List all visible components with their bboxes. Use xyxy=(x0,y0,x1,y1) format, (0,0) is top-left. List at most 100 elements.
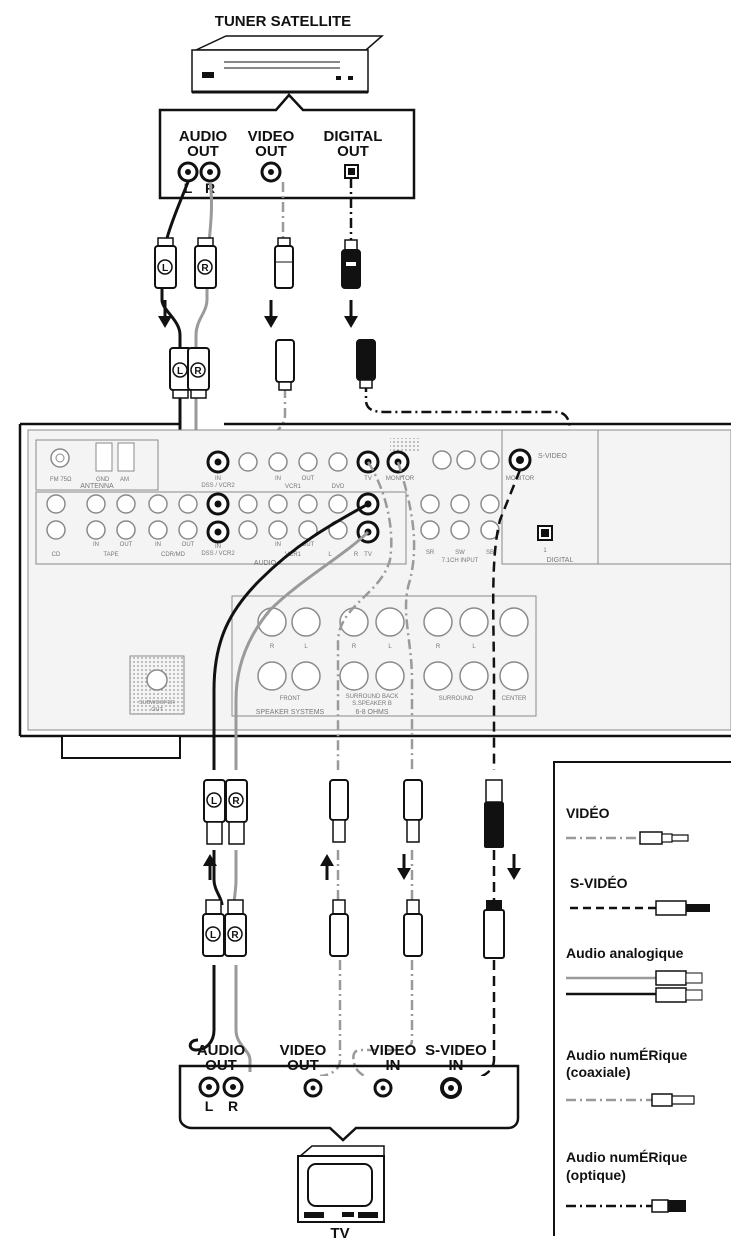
audio-tape-out-label: OUT xyxy=(120,542,133,548)
dss-audio-in-label: IN xyxy=(215,544,221,550)
speaker-sb-l-label: L xyxy=(388,644,392,650)
tuner-video-out-label-bottom: OUT xyxy=(255,143,287,160)
legend-optical-label: Audio numÉRique xyxy=(566,1149,688,1165)
tuner-jack-l-label: L xyxy=(184,180,193,196)
video-inputs: IN OUT VCR1 DVD SR SW SB 7.1CH INPUT DIG… xyxy=(238,429,731,565)
tv-title: TV xyxy=(330,1225,349,1242)
antenna-am-label: AM xyxy=(120,477,129,483)
audio-plug-r-tv-upper: R xyxy=(225,779,248,845)
audio-cdr-out-label: OUT xyxy=(182,542,195,548)
legend-item-analog-audio: Audio analogique xyxy=(566,945,703,1003)
receiver-digital-optical-in-jack[interactable] xyxy=(537,525,553,541)
legend-coax-label2: (coaxiale) xyxy=(566,1064,631,1080)
dss-video-vcr2-label: DSS / VCR2 xyxy=(201,483,235,489)
audio-vcr1-out-label: OUT xyxy=(302,542,315,548)
tuner-satellite-title: TUNER SATELLITE xyxy=(215,13,351,30)
video-plug-lower xyxy=(275,339,295,391)
audio-plug-r-tv-lower: R xyxy=(224,899,247,957)
tv-video-out-jack[interactable] xyxy=(303,1078,323,1098)
audio-cdr-md-label: CDR/MD xyxy=(161,552,186,558)
receiver-dss-video-in-jack[interactable] xyxy=(206,450,230,474)
audio-71ch-label: 7.1CH INPUT xyxy=(442,558,479,564)
tuner-digital-optical-jack[interactable] xyxy=(344,164,359,179)
plug-l-letter-4: L xyxy=(210,930,216,941)
legend-video-label: VIDÉO xyxy=(566,805,610,821)
receiver-dss-audio-l-jack[interactable] xyxy=(206,492,230,516)
legend: VIDÉO S-VIDÉO Audio analogique Audio num… xyxy=(553,761,731,1236)
tuner-digital-out-label-bottom: OUT xyxy=(337,143,369,160)
tv-svideo-in-label-bottom: IN xyxy=(449,1057,464,1074)
svideo-monitor-label: MONITOR xyxy=(506,476,535,482)
speaker-front-r-label: R xyxy=(270,644,275,650)
tuner-satellite-device: TUNER SATELLITE AUDIO OUT VIDEO OUT DIGI… xyxy=(158,13,416,200)
speaker-surround-label: SURROUND xyxy=(439,696,474,702)
legend-item-video: VIDÉO xyxy=(566,805,689,845)
dss-video-in-label: IN xyxy=(215,476,221,482)
legend-item-digital-optical: Audio numÉRique (optique) xyxy=(566,1149,688,1213)
audio-vcr1-label: VCR1 xyxy=(285,552,302,558)
tuner-audio-out-label-bottom: OUT xyxy=(187,143,219,160)
tv-video-label: TV xyxy=(364,476,372,482)
speaker-surround-back-label: SURROUND BACK xyxy=(346,694,399,700)
antenna-fm-label: FM 75Ω xyxy=(50,477,72,483)
tv-svideo-in-jack[interactable] xyxy=(440,1077,462,1099)
plug-r-letter-1: R xyxy=(201,263,209,274)
tv-audio-jack-r[interactable] xyxy=(222,1076,244,1098)
speaker-center-label: CENTER xyxy=(502,696,527,702)
audio-sw-label: SW xyxy=(455,550,465,556)
plug-r-letter-4: R xyxy=(231,930,239,941)
video-vcr1-out-label: OUT xyxy=(302,476,315,482)
tv-video-out-label-bottom: OUT xyxy=(287,1057,319,1074)
audio-plug-r-lower: R xyxy=(187,347,210,399)
tuner-digital-out-label-top: DIGITAL xyxy=(324,128,383,145)
monitor-label: MONITOR xyxy=(386,476,415,482)
tv-video-in-label-bottom: IN xyxy=(386,1057,401,1074)
audio-plug-r-upper: R xyxy=(194,237,217,289)
audio-plug-l-tv-lower: L xyxy=(202,899,225,957)
tv-audio-jack-l[interactable] xyxy=(198,1076,220,1098)
speaker-front-l-label: L xyxy=(304,644,308,650)
tv-audio-out-label-top: AUDIO xyxy=(197,1042,246,1059)
arrows-lower xyxy=(203,854,521,880)
legend-item-digital-coax: Audio numÉRique (coaxiale) xyxy=(566,1047,695,1107)
tv-video-in-jack[interactable] xyxy=(373,1078,393,1098)
video-plugs-tv xyxy=(329,779,423,957)
audio-plug-l-lower: L xyxy=(169,347,192,399)
tv-device: AUDIO OUT VIDEO OUT VIDEO IN S-VIDEO IN … xyxy=(178,1042,520,1242)
tuner-audio-jack-r[interactable] xyxy=(199,161,221,183)
audio-tape-in-label: IN xyxy=(93,542,99,548)
audio-cd-label: CD xyxy=(52,552,61,558)
plug-r-letter-2: R xyxy=(194,366,202,377)
tv-input-panel xyxy=(178,1076,520,1142)
speaker-ohms-label: 6-8 OHMS xyxy=(355,709,388,716)
tv-jack-r-label: R xyxy=(228,1098,238,1114)
video-vcr1-label: VCR1 xyxy=(285,484,302,490)
tuner-video-out-label-top: VIDEO xyxy=(248,128,295,145)
digital-in-number: 1 xyxy=(543,548,547,554)
digital-section-label: DIGITAL xyxy=(547,557,574,564)
tv-svideo-in-label-top: S-VIDEO xyxy=(425,1042,487,1059)
optical-plug-upper xyxy=(341,239,361,289)
receiver-dss-audio-r-jack[interactable] xyxy=(206,520,230,544)
tuner-video-jack[interactable] xyxy=(260,161,282,183)
tv-audio-label: TV xyxy=(364,552,372,558)
subwoofer-label-top: SUBWOOFER xyxy=(139,700,175,706)
audio-section-label: AUDIO xyxy=(254,560,277,567)
tv-icon xyxy=(297,1145,385,1223)
video-vcr1-in-label: IN xyxy=(275,476,281,482)
legend-coax-label: Audio numÉRique xyxy=(566,1047,688,1063)
antenna-section: FM 75Ω GND AM ANTENNA xyxy=(35,439,159,491)
speaker-sb-r-label: R xyxy=(352,644,357,650)
tv-video-in-label-top: VIDEO xyxy=(370,1042,417,1059)
plug-r-letter-3: R xyxy=(232,796,240,807)
plug-l-letter-2: L xyxy=(177,366,183,377)
tv-audio-out-label-bottom: OUT xyxy=(205,1057,237,1074)
tuner-audio-jack-l[interactable] xyxy=(177,161,199,183)
svideo-label: S-VIDEO xyxy=(538,453,567,460)
receiver-svideo-monitor-jack[interactable] xyxy=(508,448,532,472)
plug-l-letter-3: L xyxy=(211,796,217,807)
speaker-sr-l-label: L xyxy=(472,644,476,650)
down-arrows-upper xyxy=(158,300,358,328)
audio-vcr1-in-label: IN xyxy=(275,542,281,548)
